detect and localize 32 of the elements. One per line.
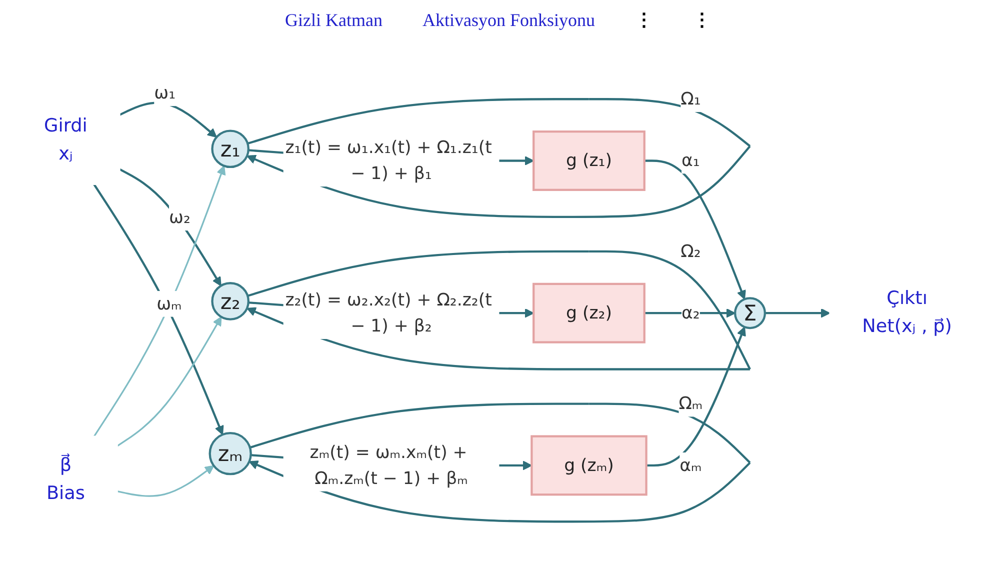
arrow [119,168,222,286]
edge-label: ω₂ [168,206,190,228]
ellipsis-mark: ⋮ [693,9,711,31]
ellipsis-mark: ⋮ [635,9,653,31]
edge-label: Ω₂ [680,240,701,262]
edge-label: Ω₁ [680,88,701,109]
layer-heading: Aktivasyon Fonksiyonu [422,10,595,30]
node-box: g (z₂) [532,282,646,344]
arrow [764,308,830,318]
node-circle: Σ [734,297,766,330]
node-box: g (z₁) [532,130,646,191]
node-box: g (zₘ) [530,435,648,496]
edge-label: ωₘ [156,293,182,314]
arrow [644,160,746,300]
edge-label: z₁(t) = ω₁.x₁(t) + Ω₁.z₁(t − 1) + β₁ [285,136,492,184]
node-circle: z₂ [211,282,250,320]
edge-label: α₂ [682,302,700,323]
arrow [646,326,746,467]
edge-label: αₘ [680,454,702,476]
edge-label: α₁ [682,150,700,170]
node-text: Çıktı Net(xⱼ , p⃗) [862,288,952,337]
node-circle: zₘ [208,432,252,476]
edge-label: zₘ(t) = ωₘ.xₘ(t) + Ωₘ.zₘ(t − 1) + βₘ [310,442,468,488]
edge-label: Ωₘ [678,393,703,414]
node-circle: z₁ [211,130,250,168]
arrow [116,316,222,447]
node-text: Girdi xⱼ [44,115,88,164]
edge-label: ω₁ [154,82,176,103]
node-text: β⃗ Bias [46,454,85,504]
layer-heading: Gizli Katman [285,10,382,30]
arrow [117,465,214,497]
edge-label: z₂(t) = ω₂.x₂(t) + Ω₂.z₂(t − 1) + β₂ [285,289,492,336]
